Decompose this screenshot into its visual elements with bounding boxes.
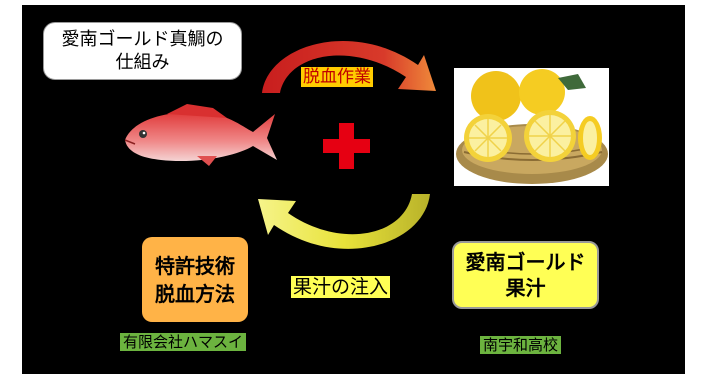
patent-method-box: 特許技術 脱血方法	[142, 237, 248, 322]
juice-box-line-1: 愛南ゴールド	[465, 250, 586, 274]
red-cross-icon	[323, 123, 370, 169]
bottom-arrow-label-wrap: 果汁の注入	[291, 276, 391, 298]
patent-method-line-1: 特許技術	[155, 253, 235, 278]
left-org-wrap: 有限会社ハマスイ	[120, 332, 247, 351]
citrus-photo	[454, 68, 609, 186]
bottom-arrow	[258, 194, 430, 249]
right-org-label: 南宇和高校	[480, 336, 562, 354]
left-org-label: 有限会社ハマスイ	[120, 333, 247, 351]
top-arrow-label-wrap: 脱血作業	[301, 67, 373, 87]
patent-method-line-2: 脱血方法	[155, 281, 235, 306]
cycle-arrows	[258, 40, 436, 249]
slide: 愛南ゴールド真鯛の 仕組み 脱血作業	[22, 5, 685, 374]
bottom-arrow-label: 果汁の注入	[291, 276, 391, 298]
title-box: 愛南ゴールド真鯛の 仕組み	[43, 22, 242, 80]
juice-box-line-2: 果汁	[505, 276, 546, 300]
juice-box: 愛南ゴールド 果汁	[452, 241, 599, 309]
top-arrow	[262, 40, 436, 93]
title-line-1: 愛南ゴールド真鯛の	[61, 29, 224, 50]
red-sea-bream-icon	[124, 104, 277, 166]
right-org-wrap: 南宇和高校	[480, 335, 562, 354]
title-line-2: 仕組み	[115, 52, 170, 73]
top-arrow-label: 脱血作業	[301, 67, 373, 87]
citrus-fruit-basket-icon	[456, 69, 608, 184]
